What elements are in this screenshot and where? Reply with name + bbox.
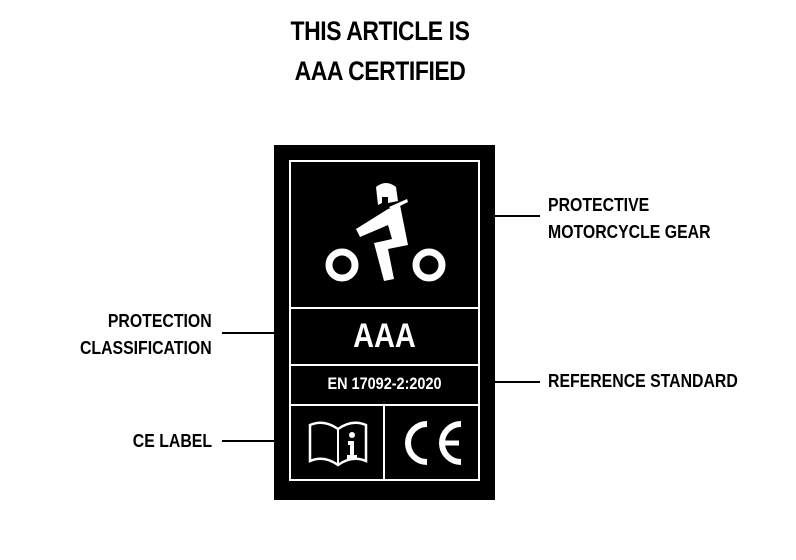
callout-protective-gear: PROTECTIVE MOTORCYCLE GEAR xyxy=(548,192,711,246)
title-line-1: THIS ARTICLE IS xyxy=(290,16,470,46)
callout-classification-line1: PROTECTION xyxy=(108,311,212,331)
certification-label: AAA EN 17092-2:2020 xyxy=(274,145,495,500)
motorcycle-rider-icon xyxy=(325,183,446,282)
callout-protection-classification: PROTECTION CLASSIFICATION xyxy=(80,308,212,362)
divider-vertical xyxy=(383,404,385,479)
leader-line-reference-standard xyxy=(495,381,540,383)
manual-info-icon xyxy=(308,421,368,467)
callout-ce-label: CE LABEL xyxy=(132,431,212,451)
callout-protective-gear-line2: MOTORCYCLE GEAR xyxy=(548,222,711,242)
leader-line-protective-gear xyxy=(495,215,540,217)
callout-protective-gear-line1: PROTECTIVE xyxy=(548,195,650,215)
leader-line-classification xyxy=(222,332,274,334)
callout-reference-standard: REFERENCE STANDARD xyxy=(548,371,738,391)
reference-standard: EN 17092-2:2020 xyxy=(327,374,442,393)
label-frame: AAA EN 17092-2:2020 xyxy=(289,160,480,481)
callout-classification-line2: CLASSIFICATION xyxy=(80,338,212,358)
divider xyxy=(291,364,478,366)
divider xyxy=(291,307,478,309)
leader-line-ce-label xyxy=(222,440,274,442)
title-line-2: AAA CERTIFIED xyxy=(294,56,466,86)
ce-mark xyxy=(405,421,462,465)
protection-class: AAA xyxy=(353,317,416,355)
